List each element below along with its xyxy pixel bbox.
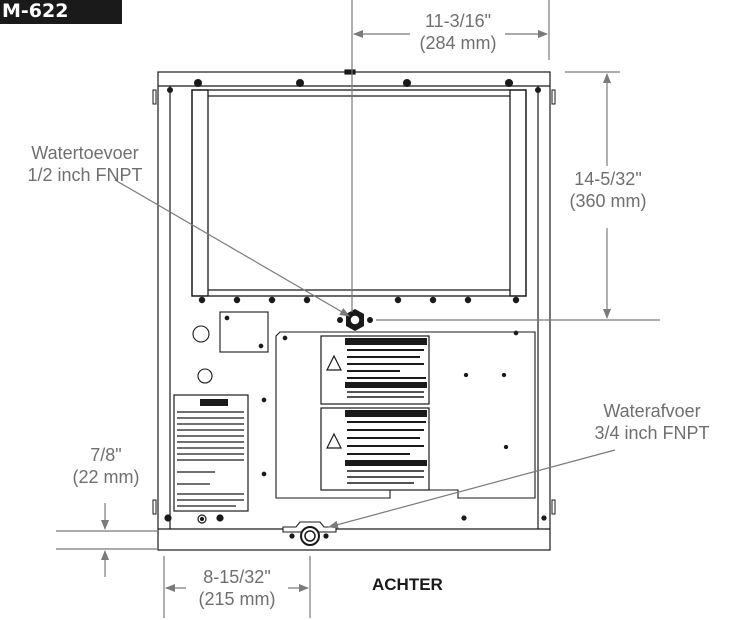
width-bottom-mm: (215 mm): [198, 589, 276, 609]
warning-label-top: [320, 335, 430, 405]
water-inlet-callout: Watertoevoer 1/2 inch FNPT: [4, 142, 166, 186]
width-top-frac: 11-3/16": [424, 11, 492, 31]
width-top-mm: (284 mm): [419, 33, 497, 53]
bottom-holes: [164, 514, 547, 524]
top-screws: [167, 79, 541, 93]
water-drain-callout: Waterafvoer 3/4 inch FNPT: [572, 400, 732, 444]
panel-screws: [198, 296, 520, 304]
unit-body: [152, 69, 556, 551]
height-right-mm: (360 mm): [569, 191, 647, 211]
condenser-panel: [191, 89, 527, 297]
width-top-dimension: 11-3/16" (284 mm): [410, 10, 506, 54]
height-right-dimension: 14-5/32" (360 mm): [556, 168, 660, 212]
data-plate: [173, 394, 249, 512]
model-badge: M-622: [0, 0, 122, 24]
offset-bottom-dimension: 7/8" (22 mm): [56, 444, 156, 488]
offset-bottom-mm: (22 mm): [72, 467, 140, 487]
water-inlet-line2: 1/2 inch FNPT: [27, 165, 143, 185]
water-drain-line2: 3/4 inch FNPT: [594, 423, 710, 443]
water-inlet-line1: Watertoevoer: [31, 143, 139, 163]
water-drain-line1: Waterafvoer: [603, 401, 701, 421]
offset-bottom-frac: 7/8": [90, 445, 122, 465]
water-drain-fitting: [282, 521, 337, 546]
width-bottom-dimension: 8-15/32" (215 mm): [186, 566, 288, 610]
warning-label-bottom: [320, 407, 430, 491]
view-label: ACHTER: [372, 575, 443, 594]
width-bottom-frac: 8-15/32": [203, 567, 271, 587]
water-inlet-fitting: [337, 309, 373, 331]
dimension-lines: [56, 0, 660, 618]
electrical-box: [192, 311, 269, 384]
height-right-frac: 14-5/32": [574, 169, 642, 189]
